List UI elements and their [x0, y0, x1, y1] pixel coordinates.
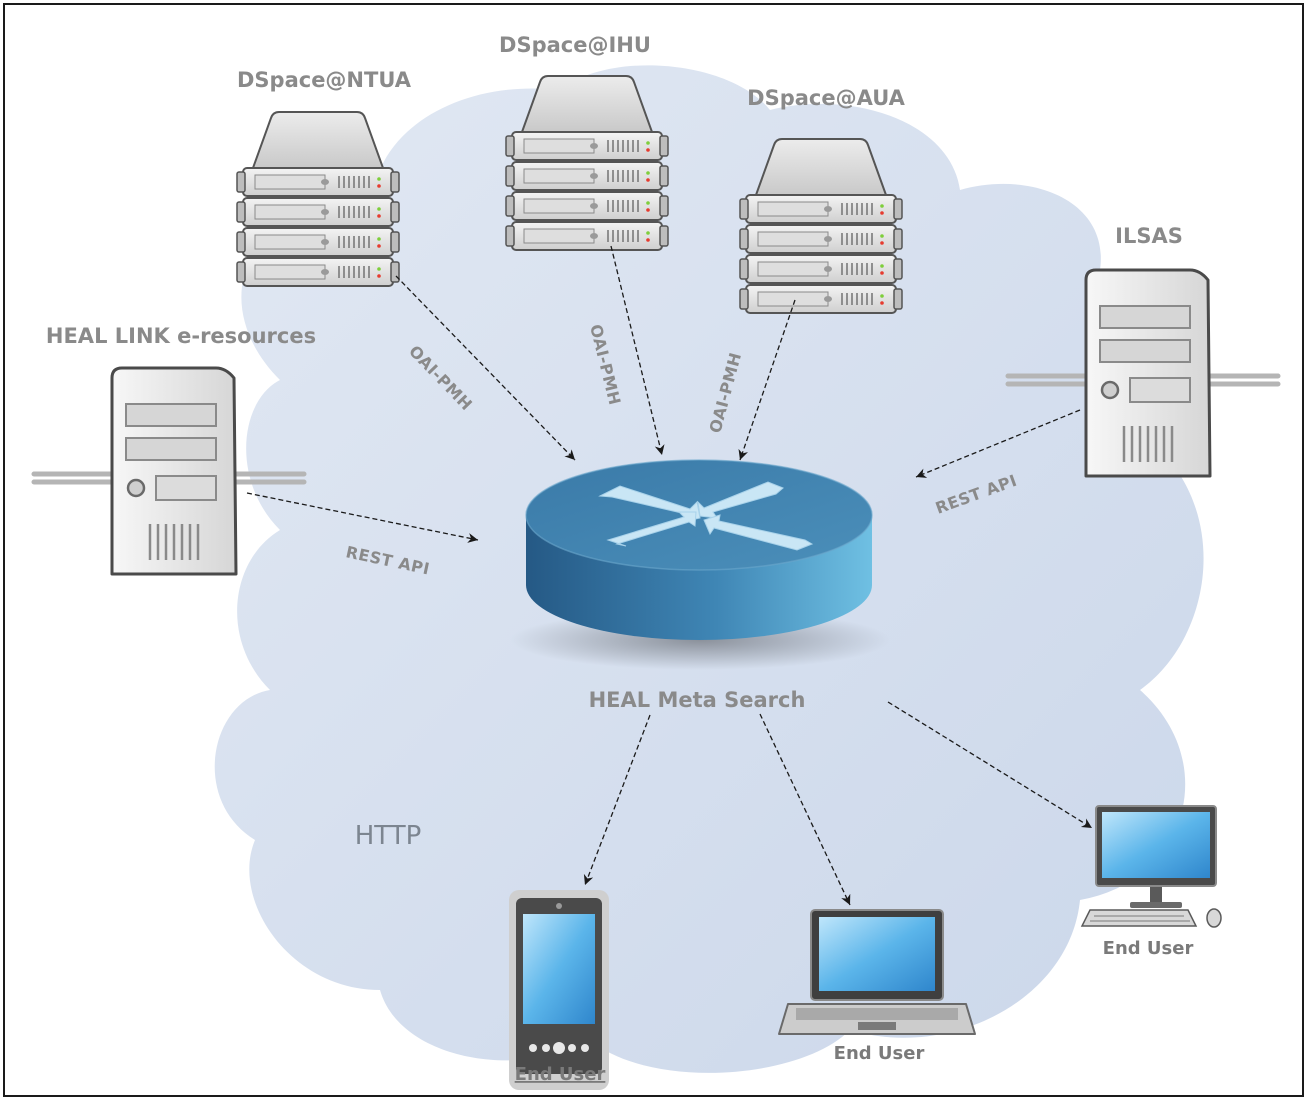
laptop-icon — [778, 909, 976, 1035]
desktop-computer-icon — [1080, 805, 1222, 928]
end-user-label-desktop: End User — [1103, 938, 1194, 959]
mobile-phone-icon — [509, 890, 609, 1090]
node-label-meta-search: HEAL Meta Search — [589, 688, 806, 712]
node-label-ilsas: ILSAS — [1115, 224, 1183, 248]
connector-ilsas — [915, 409, 1081, 478]
connector-mobile — [583, 714, 651, 886]
protocol-label-http: HTTP — [355, 821, 422, 851]
end-user-label-mobile: End User — [515, 1064, 606, 1085]
router-icon — [525, 459, 873, 640]
node-label-dspace-aua: DSpace@AUA — [747, 86, 905, 110]
rack-server-icon — [237, 112, 399, 286]
connector-aua — [738, 299, 796, 461]
connector-heal-link — [246, 492, 479, 543]
node-label-heal-link: HEAL LINK e-resources — [46, 324, 316, 348]
connector-ntua — [395, 275, 576, 461]
node-label-dspace-ntua: DSpace@NTUA — [237, 68, 412, 92]
end-user-label-laptop: End User — [834, 1043, 925, 1064]
connector-ihu — [610, 245, 665, 456]
connector-laptop — [759, 713, 851, 906]
diagram-frame — [3, 3, 1304, 1097]
node-label-dspace-ihu: DSpace@IHU — [499, 33, 651, 57]
